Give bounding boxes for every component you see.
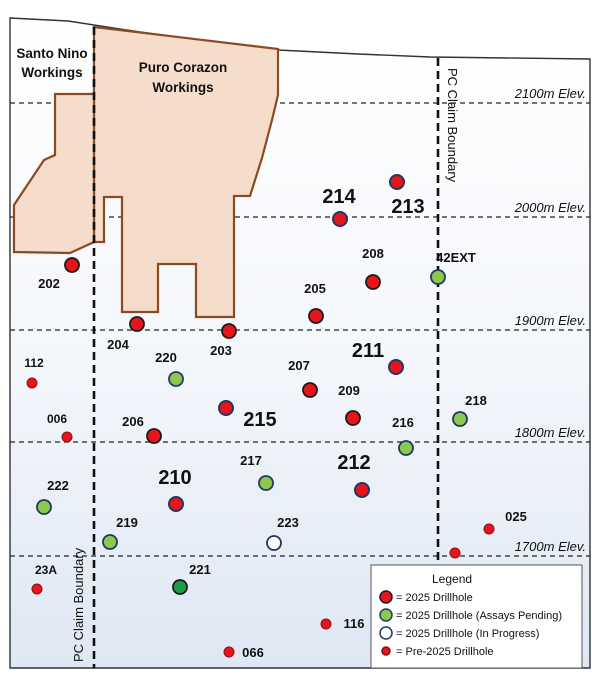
drillholes: 213 214 202 208 42EXT 205 204 203 211 112 220 207 20… <box>24 174 527 660</box>
left-claim-boundary-label: PC Claim Boundary <box>71 547 86 662</box>
drillhole-025-label: 025 <box>505 509 527 524</box>
drillhole-204-marker <box>129 316 145 332</box>
drillhole-215-label: 215 <box>243 409 276 431</box>
legend-label-2025: = 2025 Drillhole <box>396 592 473 604</box>
drillhole-209-marker <box>345 410 361 426</box>
drillhole-206-marker <box>146 428 162 444</box>
drillhole-208-label: 208 <box>362 246 384 261</box>
drillhole-205-marker <box>308 308 324 324</box>
puro-corazon-label-line2: Workings <box>152 80 213 95</box>
elevation-label-2100: 2100m Elev. <box>514 86 586 101</box>
santo-nino-label-line1: Santo Nino <box>16 46 87 61</box>
drillhole-217-marker <box>258 475 274 491</box>
santo-nino-label-line2: Workings <box>21 65 82 80</box>
drillhole-220-marker <box>168 371 184 387</box>
drillhole-212-marker <box>354 482 370 498</box>
drillhole-218-marker <box>452 411 468 427</box>
drillhole-222-label: 222 <box>47 478 69 493</box>
drillhole-218-label: 218 <box>465 393 487 408</box>
drillhole-216-marker <box>398 440 414 456</box>
drillhole-222-marker <box>36 499 52 515</box>
drillhole-213-label: 213 <box>391 196 424 218</box>
drillhole-202-label: 202 <box>38 276 60 291</box>
legend-title: Legend <box>432 572 472 586</box>
drillhole-211-marker <box>388 359 404 375</box>
drillhole-42ext-label: 42EXT <box>436 250 476 265</box>
drillhole-116-marker <box>320 618 332 630</box>
legend-label-pre: = Pre-2025 Drillhole <box>396 646 494 658</box>
drillhole-220-label: 220 <box>155 350 177 365</box>
elevation-label-1800: 1800m Elev. <box>515 425 586 440</box>
drillhole-42ext-marker <box>430 269 446 285</box>
drillhole-219-marker <box>102 534 118 550</box>
legend-label-progress: = 2025 Drillhole (In Progress) <box>396 628 539 640</box>
drillhole-221-marker <box>172 579 188 595</box>
drillhole-112-label: 112 <box>24 356 44 370</box>
drillhole-217-label: 217 <box>240 453 262 468</box>
drillhole-006-label: 006 <box>47 412 67 426</box>
legend-marker-pre <box>381 646 391 656</box>
drillhole-202-marker <box>64 257 80 273</box>
drillhole-unlabeled-25-marker <box>449 547 461 559</box>
drillhole-215-marker <box>218 400 234 416</box>
drillhole-209-label: 209 <box>338 383 360 398</box>
drillhole-210-label: 210 <box>158 467 191 489</box>
puro-corazon-workings-shape <box>92 25 280 319</box>
drillhole-214-label: 214 <box>322 186 356 208</box>
drillhole-203-marker <box>221 323 237 339</box>
drillhole-23a-label: 23A <box>35 563 57 577</box>
drillhole-066-marker <box>223 646 235 658</box>
legend-marker-progress <box>379 626 393 640</box>
drillhole-223-marker <box>266 535 282 551</box>
drillhole-23a-marker <box>31 583 43 595</box>
elevation-lines <box>10 102 590 557</box>
drillhole-206-label: 206 <box>122 414 144 429</box>
drillhole-207-marker <box>302 382 318 398</box>
drillhole-207-label: 207 <box>288 358 310 373</box>
drillhole-214-marker <box>332 211 348 227</box>
elevation-label-1900: 1900m Elev. <box>515 313 586 328</box>
drillhole-219-label: 219 <box>116 515 138 530</box>
legend-marker-pending <box>379 608 393 622</box>
drillhole-216-label: 216 <box>392 415 414 430</box>
drillhole-208-marker <box>365 274 381 290</box>
drillhole-006-marker <box>61 431 73 443</box>
elevation-label-2000: 2000m Elev. <box>514 200 586 215</box>
drillhole-223-label: 223 <box>277 515 299 530</box>
legend-marker-2025 <box>379 590 393 604</box>
legend-box <box>370 564 583 669</box>
right-claim-boundary-label: PC Claim Boundary <box>445 68 460 183</box>
drillhole-210-marker <box>168 496 184 512</box>
drillhole-213-marker <box>389 174 405 190</box>
drillhole-212-label: 212 <box>337 452 370 474</box>
drillhole-203-label: 203 <box>210 343 232 358</box>
legend-items: = 2025 Drillhole = 2025 Drillhole (Assays… <box>379 590 562 658</box>
drillhole-211-label: 211 <box>352 340 384 362</box>
drillhole-204-label: 204 <box>107 337 129 352</box>
drillhole-066-label: 066 <box>242 645 264 660</box>
puro-corazon-label-line1: Puro Corazon <box>139 60 228 75</box>
drillhole-221-label: 221 <box>189 562 211 577</box>
drillhole-112-marker <box>26 377 38 389</box>
drillhole-116-label: 116 <box>344 616 365 631</box>
santo-nino-workings-shape <box>12 92 96 255</box>
elevation-label-1700: 1700m Elev. <box>515 539 586 554</box>
legend: Legend = 2025 Drillhole = 2025 Drillhole … <box>370 564 583 669</box>
drillhole-205-label: 205 <box>304 281 326 296</box>
drillhole-025-marker <box>483 523 495 535</box>
legend-label-pending: = 2025 Drillhole (Assays Pending) <box>396 610 562 622</box>
elevation-labels: 2100m Elev. 2000m Elev. 1900m Elev. 1800m E… <box>514 86 586 554</box>
